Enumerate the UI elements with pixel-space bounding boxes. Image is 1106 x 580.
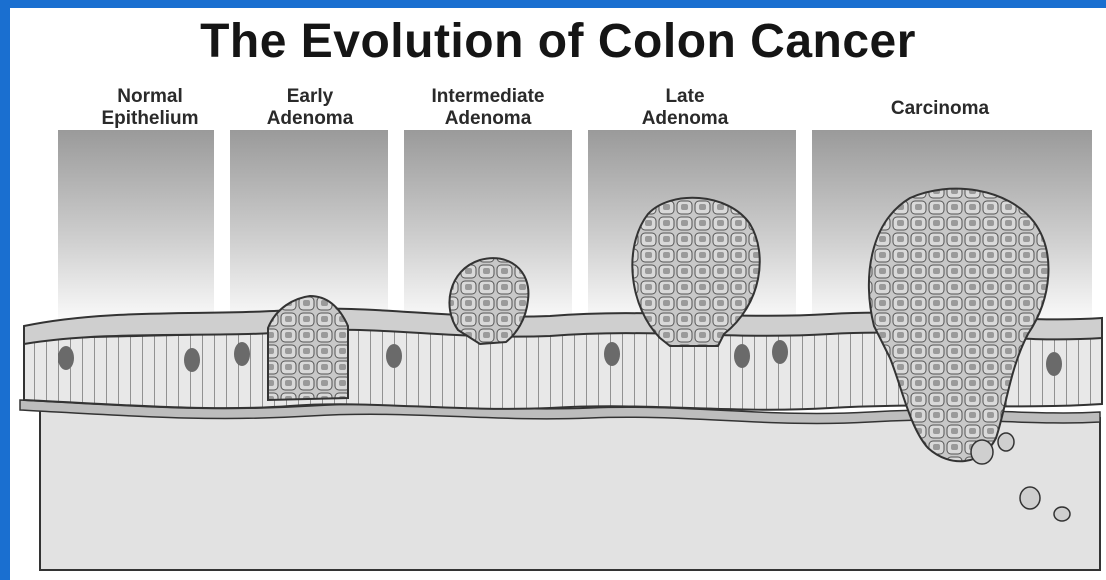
diagram-frame: The Evolution of Colon Cancer Normal Epi… <box>10 8 1106 580</box>
panel-normal <box>58 130 214 330</box>
intermediate-adenoma <box>449 258 528 344</box>
early-adenoma <box>268 296 348 400</box>
colon-tissue-illustration <box>10 8 1106 580</box>
